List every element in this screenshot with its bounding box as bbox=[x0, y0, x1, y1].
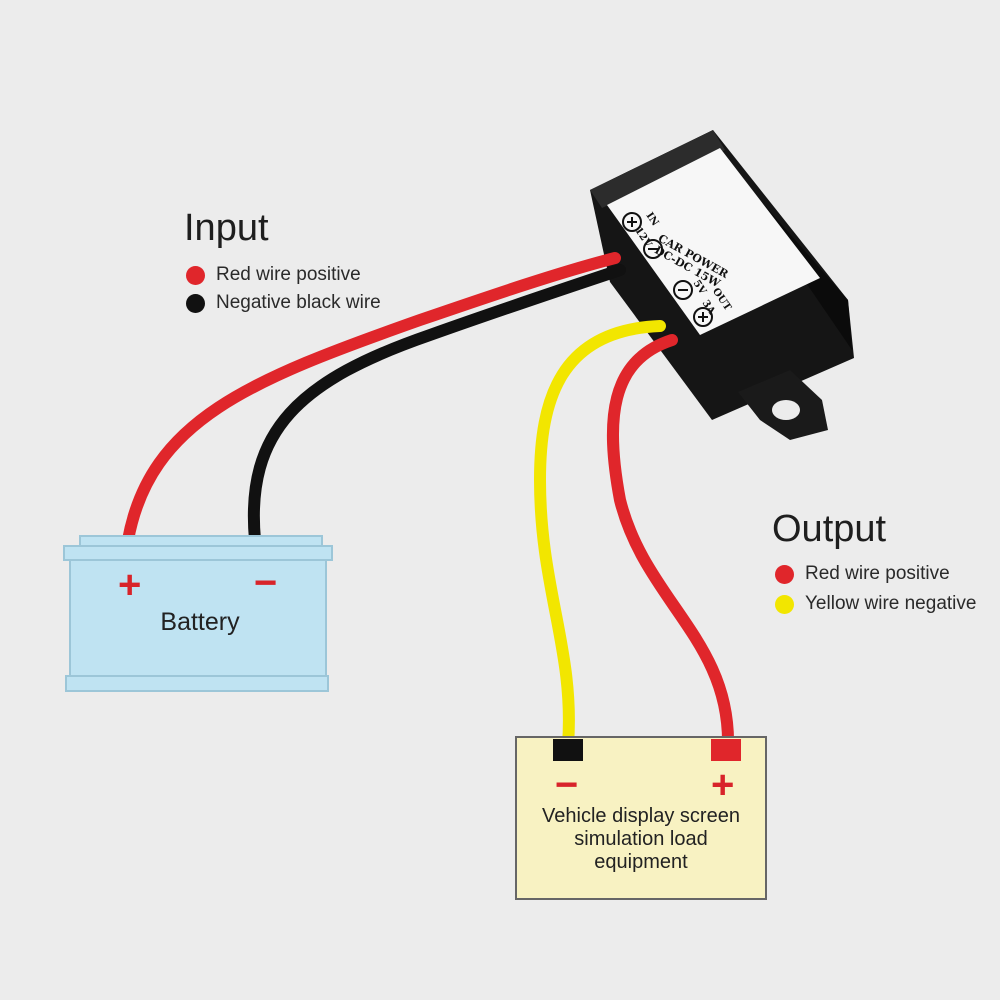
input-legend-red-label: Red wire positive bbox=[216, 264, 361, 285]
load-label-line2: simulation load bbox=[574, 828, 708, 850]
input-legend-red: Red wire positive bbox=[186, 264, 361, 286]
yellow-dot-icon bbox=[775, 594, 794, 614]
load-label: Vehicle display screen simulation load e… bbox=[516, 805, 766, 874]
output-red-wire bbox=[606, 334, 735, 751]
input-title: Input bbox=[184, 207, 269, 249]
load-positive-terminal bbox=[711, 739, 741, 761]
output-legend-red: Red wire positive bbox=[775, 563, 950, 585]
device-label-plate bbox=[607, 148, 820, 335]
dc-dc-converter bbox=[590, 130, 854, 440]
load-equipment bbox=[515, 736, 767, 900]
input-red-wire bbox=[122, 252, 621, 546]
output-legend-yellow-label: Yellow wire negative bbox=[805, 593, 977, 614]
battery bbox=[63, 535, 333, 692]
load-label-line1: Vehicle display screen bbox=[542, 805, 740, 827]
load-negative-terminal bbox=[553, 739, 583, 761]
output-legend-yellow: Yellow wire negative bbox=[775, 593, 976, 615]
input-legend-black: Negative black wire bbox=[186, 292, 381, 314]
input-legend-black-label: Negative black wire bbox=[216, 292, 381, 313]
mounting-hole bbox=[772, 400, 800, 420]
output-title: Output bbox=[772, 508, 887, 550]
battery-label: Battery bbox=[160, 608, 240, 636]
output-yellow-wire bbox=[533, 320, 666, 751]
battery-plus-sign: + bbox=[118, 563, 142, 607]
red-dot-icon bbox=[186, 265, 205, 285]
input-black-wire bbox=[247, 264, 626, 546]
output-legend-red-label: Red wire positive bbox=[805, 563, 950, 584]
black-dot-icon bbox=[186, 293, 205, 313]
load-label-line3: equipment bbox=[594, 851, 688, 873]
load-plus-sign: + bbox=[711, 763, 735, 807]
load-minus-sign: − bbox=[555, 763, 579, 807]
red-dot-icon bbox=[775, 564, 794, 584]
battery-minus-sign: − bbox=[254, 561, 278, 605]
